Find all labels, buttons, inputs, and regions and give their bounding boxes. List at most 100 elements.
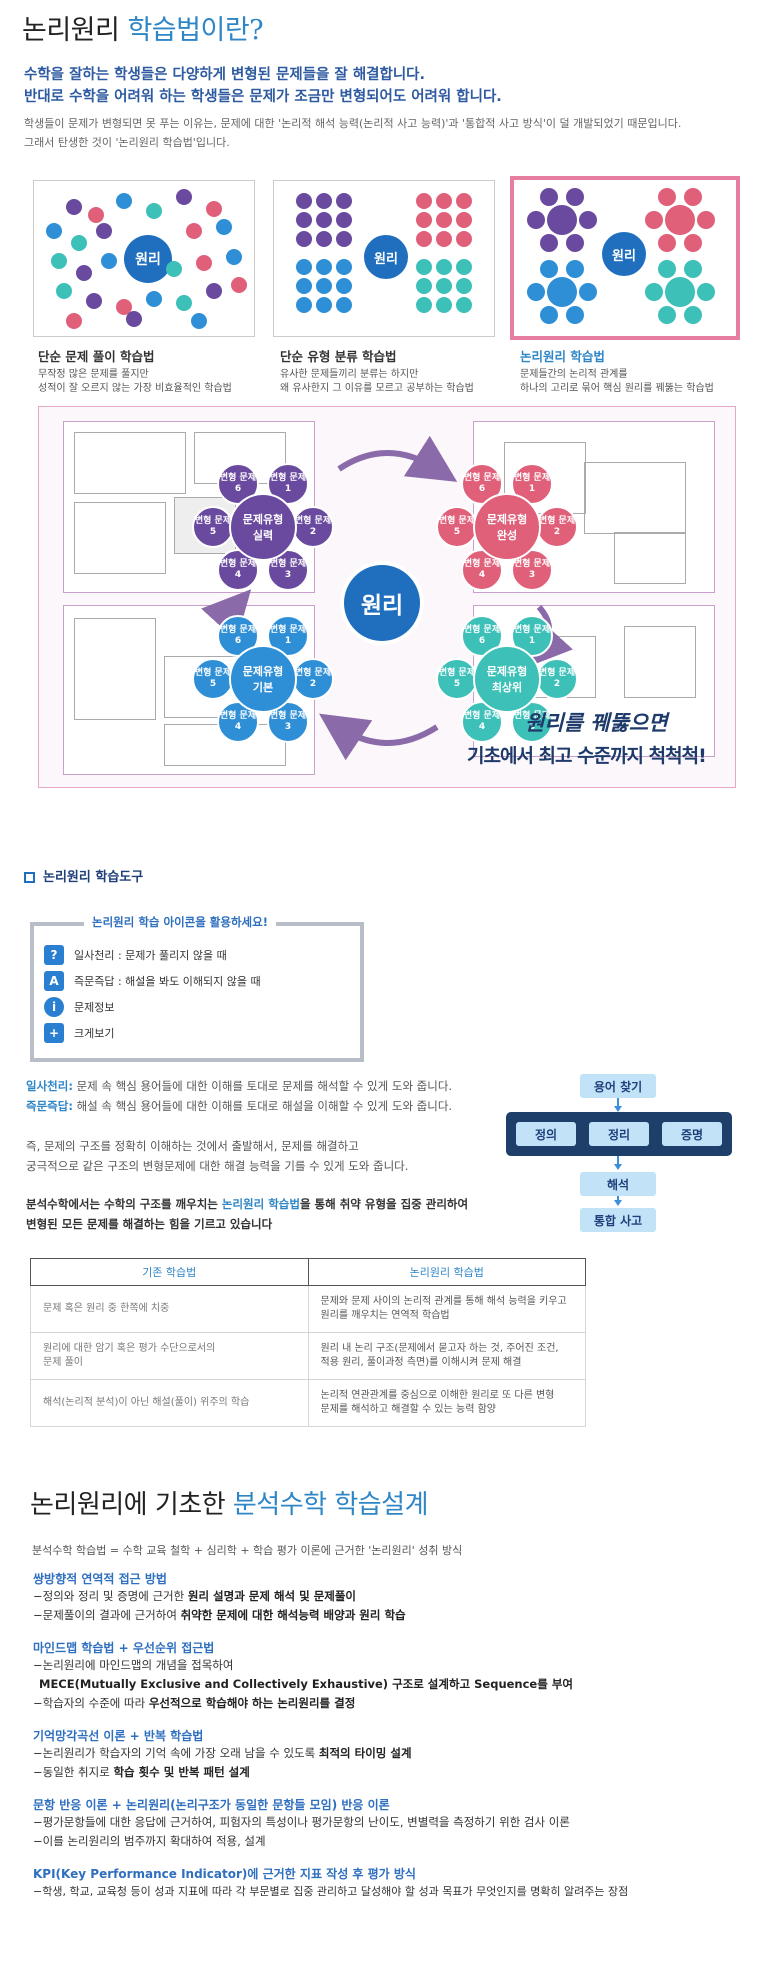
problem-dot — [296, 193, 312, 209]
design-block-3: 기억망각곡선 이론 + 반복 학습법 −논리원리가 학습자의 기억 속에 가장 … — [33, 1727, 768, 1782]
problem-dot — [296, 259, 312, 275]
problem-dot — [540, 260, 558, 279]
problem-dot — [316, 212, 332, 228]
problem-dot — [456, 231, 472, 247]
problem-dot — [336, 297, 352, 313]
method-desc-2: 성적이 잘 오르지 않는 가장 비효율적인 학습법 — [38, 383, 232, 394]
problem-dot — [316, 231, 332, 247]
comparison-table: 기존 학습법 논리원리 학습법 문제 혹은 원리 중 한쪽에 치중 문제와 문제… — [30, 1258, 586, 1427]
thinking-flow-diagram: 용어 찾기 정의 정리 증명 해석 통합 사고 — [496, 1070, 746, 1250]
problem-dot — [456, 193, 472, 209]
problem-dot — [658, 233, 676, 252]
page-title-part1: 논리원리 — [22, 15, 128, 46]
problem-dot — [66, 199, 82, 215]
desc-line-1: 학생들이 문제가 변형되면 못 푸는 이유는, 문제에 대한 '논리적 해석 능… — [24, 117, 682, 130]
problem-dot — [456, 259, 472, 275]
problem-dot — [579, 211, 597, 229]
problem-dot — [296, 231, 312, 247]
method-desc-2: 하나의 고리로 묶어 핵심 원리를 꿰뚫는 학습법 — [520, 383, 714, 394]
problem-dot — [56, 283, 72, 299]
tool-item: ? 일사천리 : 문제가 풀리지 않을 때 — [44, 942, 344, 968]
problem-dot — [196, 255, 212, 271]
problem-dot — [547, 205, 577, 235]
problem-dot — [88, 207, 104, 223]
problem-dot — [547, 277, 577, 307]
problem-dot — [436, 278, 452, 294]
problem-dot — [436, 259, 452, 275]
tool-conclusion-line-1: 분석수학에서는 수학의 구조를 깨우치는 논리원리 학습법을 통해 취약 유형을… — [26, 1197, 469, 1211]
design-title: 논리원리에 기초한 분석수학 학습설계 — [30, 1484, 429, 1521]
tool-desc-text: 해설 속 핵심 용어들에 대한 이해를 토대로 해설을 이해할 수 있게 도와 … — [72, 1099, 453, 1113]
problem-dot — [416, 193, 432, 209]
variant-problem-petal: 변형 문제2 — [292, 658, 334, 700]
problem-dot — [126, 311, 142, 327]
method-caption-2: 단순 유형 분류 학습법 유사한 문제들끼리 분류는 하지만 왜 유사한지 그 … — [280, 346, 500, 396]
method-desc-1: 유사한 문제들끼리 분류는 하지만 — [280, 369, 419, 380]
table-row: 문제 혹은 원리 중 한쪽에 치중 문제와 문제 사이의 논리적 관계를 통해 … — [30, 1285, 586, 1333]
design-line: −논리원리에 마인드맵의 개념을 접목하여 — [33, 1658, 234, 1672]
design-blocks: 쌍방향적 연역적 접근 방법 −정의와 정리 및 증명에 근거한 원리 설명과 … — [28, 1570, 768, 1901]
design-line: MECE(Mutually Exclusive and Collectively… — [39, 1677, 573, 1691]
problem-dot — [51, 253, 67, 269]
problem-dot — [436, 212, 452, 228]
problem-dot — [176, 189, 192, 205]
design-block-2: 마인드맵 학습법 + 우선순위 접근법 −논리원리에 마인드맵의 개념을 접목하… — [33, 1639, 768, 1713]
problem-dot — [416, 297, 432, 313]
problem-dot — [116, 299, 132, 315]
variant-problem-petal: 변형 문제5 — [436, 506, 478, 548]
table-row: 해석(논리적 분석)이 아닌 해설(풀이) 위주의 학습 논리적 연관관계를 중… — [30, 1379, 586, 1427]
lightbulb-icon: ? — [44, 945, 64, 965]
method-card-type: 원리 — [273, 180, 495, 337]
variant-problem-petal: 변형 문제6 — [461, 462, 503, 505]
method-title: 단순 문제 풀이 학습법 — [38, 349, 155, 364]
tool-item: A 즉문즉답 : 해설을 봐도 이해되지 않을 때 — [44, 968, 344, 994]
problem-dot — [416, 231, 432, 247]
tool-item-label: 일사천리 : 문제가 풀리지 않을 때 — [74, 949, 227, 962]
square-bullet-icon — [24, 872, 35, 883]
page-title: 논리원리 학습법이란? — [22, 8, 264, 47]
problem-dot — [86, 293, 102, 309]
tool-item-label: 즉문즉답 : 해설을 봐도 이해되지 않을 때 — [74, 975, 261, 988]
design-title-part2: 분석수학 학습설계 — [232, 1490, 429, 1520]
problem-dot — [206, 283, 222, 299]
problem-dot — [436, 297, 452, 313]
tool-desc-text: 문제 속 핵심 용어들에 대한 이해를 토대로 문제를 해석할 수 있게 도와 … — [72, 1079, 453, 1093]
design-line: −평가문항들에 대한 응답에 근거하여, 피험자의 특성이나 평가문항의 난이도… — [33, 1815, 570, 1829]
slogan-line-2: 기초에서 최고 수준까지 척척척! — [467, 745, 707, 767]
problem-dot — [684, 188, 702, 207]
design-formula: 분석수학 학습법 = 수학 교육 철학 + 심리학 + 학습 평가 이론에 근거… — [32, 1544, 463, 1557]
tool-item-label: 크게보기 — [74, 1027, 115, 1040]
tool-summary-line-1: 즉, 문제의 구조를 정확히 이해하는 것에서 출발해서, 문제를 해결하고 — [26, 1139, 359, 1153]
variant-problem-petal: 변형 문제6 — [217, 614, 259, 657]
center-circle: 원리 — [364, 235, 408, 279]
tool-item: + 크게보기 — [44, 1020, 344, 1046]
design-block-heading: 기억망각곡선 이론 + 반복 학습법 — [33, 1729, 204, 1743]
plus-icon: + — [44, 1023, 64, 1043]
col-header-old: 기존 학습법 — [30, 1258, 309, 1286]
tool-desc-key: 즉문즉답: — [26, 1099, 73, 1113]
problem-dot — [416, 212, 432, 228]
problem-dot — [665, 277, 695, 307]
problem-dot — [684, 305, 702, 324]
variant-problem-petal: 변형 문제2 — [536, 658, 578, 700]
answer-icon: A — [44, 971, 64, 991]
problem-dot — [336, 212, 352, 228]
problem-dot — [658, 188, 676, 207]
flow-proof-box: 증명 — [662, 1122, 722, 1146]
design-block-5: KPI(Key Performance Indicator)에 근거한 지표 작… — [33, 1865, 768, 1901]
problem-dot — [658, 260, 676, 279]
problem-dot — [336, 193, 352, 209]
variant-problem-petal: 변형 문제5 — [436, 658, 478, 700]
flow-core-row: 정의 정리 증명 — [506, 1112, 732, 1156]
center-circle: 원리 — [124, 235, 172, 283]
problem-dot — [336, 259, 352, 275]
variant-problem-petal: 변형 문제2 — [536, 506, 578, 548]
problem-dot — [186, 223, 202, 239]
